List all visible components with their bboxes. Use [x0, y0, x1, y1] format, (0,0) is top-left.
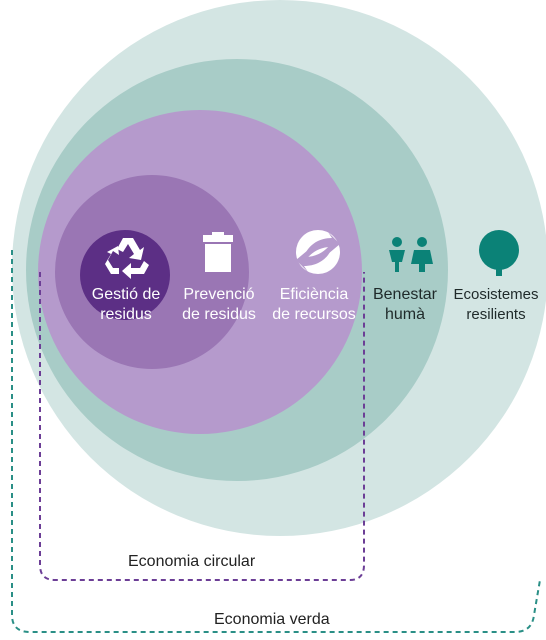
economia-verda-bracket — [11, 250, 541, 633]
economia-circular-bracket — [39, 272, 365, 581]
label-prevencio: Prevenció de residus — [182, 286, 256, 323]
recycle-icon — [105, 238, 149, 279]
recycle-disc — [80, 230, 170, 320]
label-gestio: Gestió de residus — [91, 286, 161, 323]
green-dot-icon — [296, 230, 340, 274]
economia-circular-label: Economia circular — [128, 553, 256, 570]
label-benestar: Benestar humà — [372, 286, 438, 323]
label-eficiencia: Eficiència de recursos — [272, 286, 356, 323]
trash-bin-icon — [203, 232, 233, 272]
people-icon — [389, 237, 433, 272]
economia-verda-label: Economia verda — [214, 611, 330, 628]
label-ecosistemes: Ecosistemes resilients — [453, 286, 539, 323]
tree-icon — [479, 230, 519, 276]
